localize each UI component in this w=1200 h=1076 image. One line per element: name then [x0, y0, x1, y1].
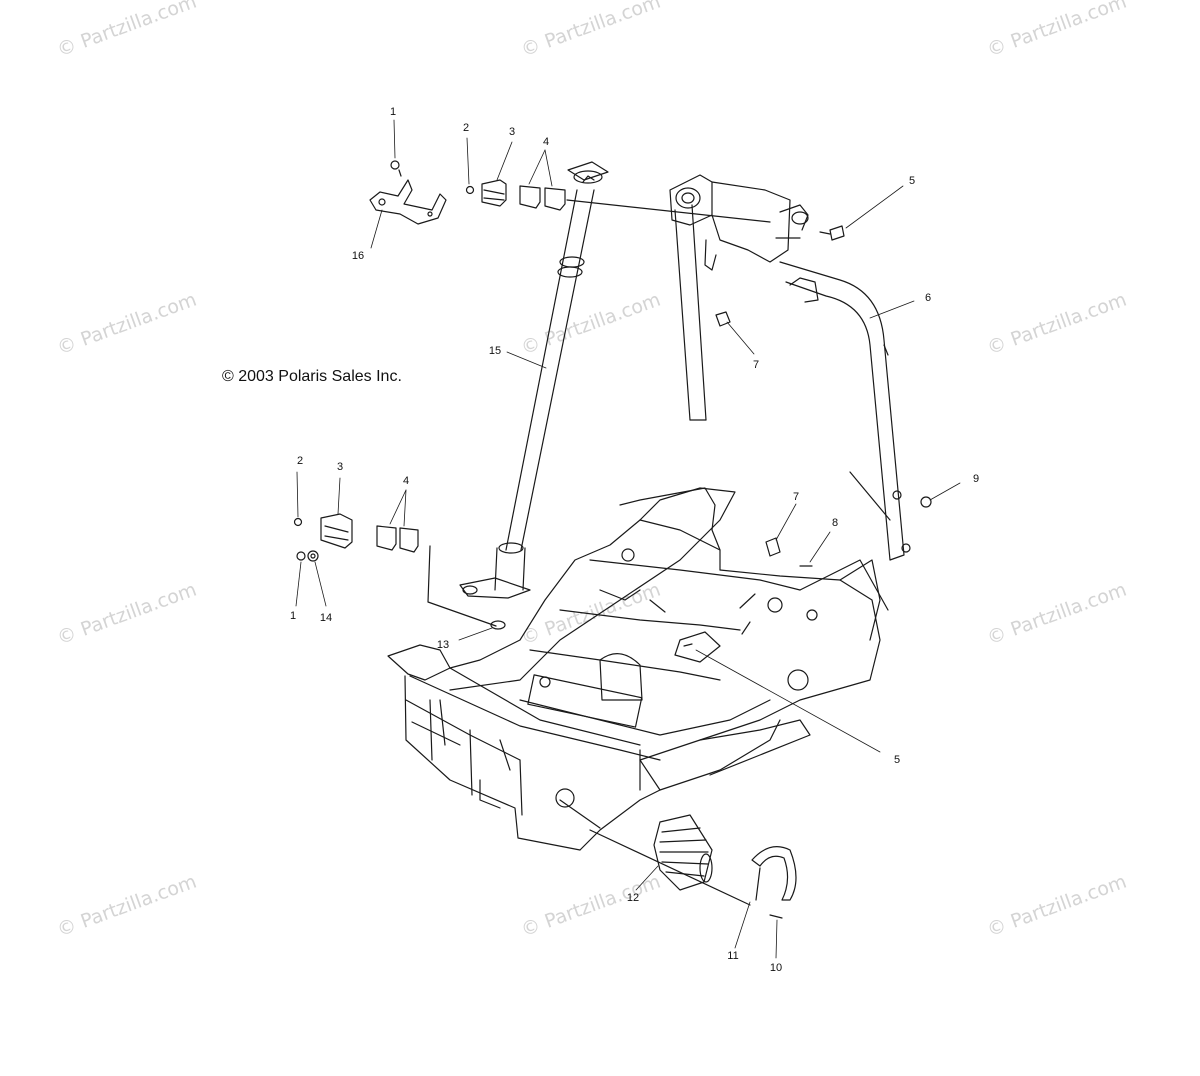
steering-bracket [369, 160, 447, 225]
callout-12: 12 [626, 892, 640, 904]
callout-1: 1 [289, 610, 297, 622]
callout-5: 5 [908, 175, 916, 187]
callout-8: 8 [831, 517, 839, 529]
copyright-notice: © 2003 Polaris Sales Inc. [222, 368, 402, 385]
callout-6: 6 [924, 292, 932, 304]
callout-3: 3 [336, 461, 344, 473]
callout-3: 3 [508, 126, 516, 138]
callout-2: 2 [462, 122, 470, 134]
retainer-ring [751, 846, 797, 919]
callout-5: 5 [893, 754, 901, 766]
callout-7: 7 [752, 359, 760, 371]
callout-14: 14 [319, 612, 333, 624]
callout-9: 9 [972, 473, 980, 485]
upper-frame [669, 174, 911, 561]
callout-4: 4 [402, 475, 410, 487]
callout-10: 10 [769, 962, 783, 974]
callout-4: 4 [542, 136, 550, 148]
callout-15: 15 [488, 345, 502, 357]
chassis-frame [387, 487, 881, 851]
side-panel [799, 559, 889, 641]
steering-post [459, 161, 609, 599]
callout-7: 7 [792, 491, 800, 503]
lower-clamp-parts [293, 513, 506, 630]
hardware [683, 225, 932, 647]
callout-13: 13 [436, 639, 450, 651]
callout-1: 1 [389, 106, 397, 118]
upper-clamp-parts [465, 179, 771, 223]
callout-11: 11 [727, 950, 739, 962]
leader-lines [295, 119, 961, 959]
steering-boot [589, 814, 751, 906]
callout-16: 16 [351, 250, 365, 262]
callout-2: 2 [296, 455, 304, 467]
